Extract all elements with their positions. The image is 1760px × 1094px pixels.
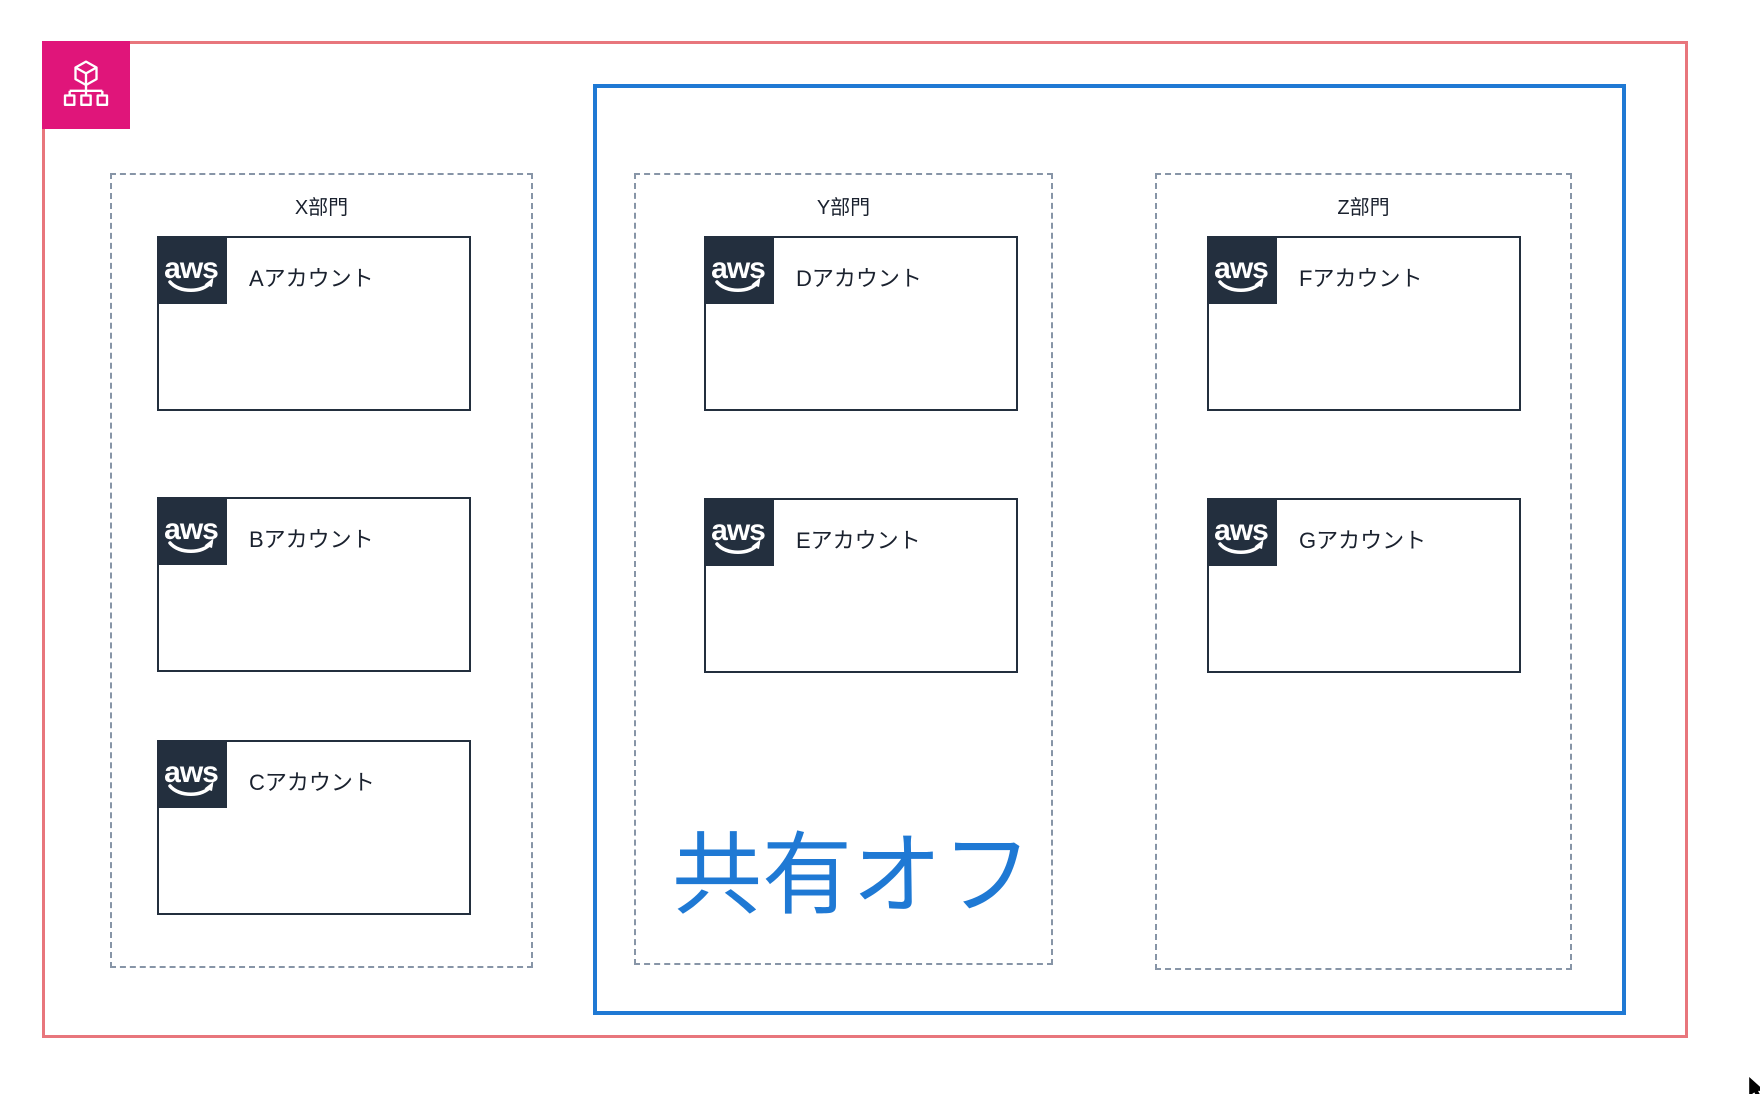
aws-logo-badge: aws <box>157 740 227 808</box>
account-box-a: aws Aアカウント <box>157 236 471 411</box>
aws-logo-icon: aws <box>164 756 219 796</box>
svg-text:aws: aws <box>164 513 218 546</box>
svg-text:aws: aws <box>164 756 218 789</box>
account-label-b: Bアカウント <box>249 527 374 552</box>
sharing-off-group <box>593 84 1626 1015</box>
ou-box-y-department: Y部門 <box>634 173 1053 965</box>
svg-text:aws: aws <box>1214 514 1268 547</box>
account-box-f: aws Fアカウント <box>1207 236 1521 411</box>
aws-logo-badge: aws <box>1207 236 1277 304</box>
aws-logo-icon: aws <box>164 513 219 553</box>
ou-label-z: Z部門 <box>1337 197 1390 219</box>
organizations-cube-icon <box>63 60 109 106</box>
account-box-d: aws Dアカウント <box>704 236 1018 411</box>
account-label-c: Cアカウント <box>249 770 375 795</box>
aws-logo-badge: aws <box>704 498 774 566</box>
account-box-b: aws Bアカウント <box>157 497 471 672</box>
aws-organizations-icon <box>42 41 130 129</box>
aws-logo-icon: aws <box>164 252 219 292</box>
account-label-e: Eアカウント <box>796 528 921 553</box>
ou-label-x: X部門 <box>294 197 349 219</box>
aws-logo-badge: aws <box>157 236 227 304</box>
aws-logo-badge: aws <box>704 236 774 304</box>
mouse-cursor-icon <box>1749 1077 1760 1094</box>
svg-text:aws: aws <box>164 252 218 285</box>
ou-label-y: Y部門 <box>816 197 871 219</box>
svg-text:aws: aws <box>711 514 765 547</box>
sharing-off-label: 共有オフ <box>672 826 1032 926</box>
svg-text:aws: aws <box>711 252 765 285</box>
account-label-a: Aアカウント <box>249 266 374 291</box>
account-label-d: Dアカウント <box>796 266 922 291</box>
svg-text:aws: aws <box>1214 252 1268 285</box>
aws-logo-icon: aws <box>711 514 766 554</box>
aws-logo-icon: aws <box>1214 514 1269 554</box>
organization-boundary <box>42 41 1688 1038</box>
aws-logo-icon: aws <box>711 252 766 292</box>
ou-box-z-department: Z部門 <box>1155 173 1572 970</box>
account-box-c: aws Cアカウント <box>157 740 471 915</box>
aws-logo-icon: aws <box>1214 252 1269 292</box>
aws-logo-badge: aws <box>1207 498 1277 566</box>
account-box-g: aws Gアカウント <box>1207 498 1521 673</box>
account-label-g: Gアカウント <box>1299 528 1427 553</box>
account-box-e: aws Eアカウント <box>704 498 1018 673</box>
ou-box-x-department: X部門 <box>110 173 533 968</box>
aws-logo-badge: aws <box>157 497 227 565</box>
account-label-f: Fアカウント <box>1299 266 1423 291</box>
